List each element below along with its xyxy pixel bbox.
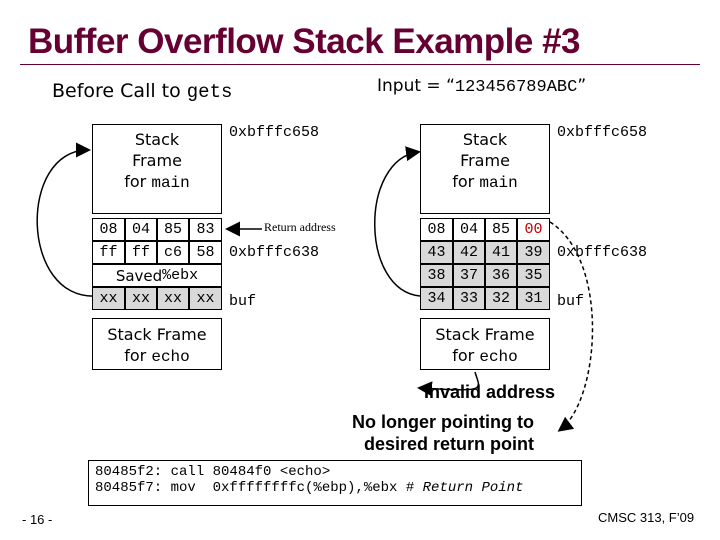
right-echo-line2: for echo xyxy=(452,346,518,366)
right-byte: 08 xyxy=(420,218,453,241)
right-ebp-address: 0xbfffc638 xyxy=(557,244,648,261)
right-byte: 36 xyxy=(485,264,517,287)
left-byte: c6 xyxy=(157,241,189,264)
right-byte: 39 xyxy=(517,241,550,264)
left-frame-pointer-arrow xyxy=(36,142,97,297)
right-buf-label: buf xyxy=(557,293,585,310)
right-stack-rows: 08 04 85 00 43 42 41 39 38 37 36 35 34 3… xyxy=(420,218,550,310)
left-main-frame-line2: Frame xyxy=(132,151,182,170)
right-byte: 85 xyxy=(485,218,517,241)
left-byte: ff xyxy=(125,241,157,264)
right-row-saved-ebx: 38 37 36 35 xyxy=(420,264,550,287)
right-byte: 38 xyxy=(420,264,453,287)
invalid-address-arrow xyxy=(549,221,594,432)
right-row-buf: 34 33 32 31 xyxy=(420,287,550,310)
left-byte: 04 xyxy=(125,218,157,241)
right-main-frame: Stack Frame for main xyxy=(420,124,550,214)
right-heading: Input = “123456789ABC” xyxy=(377,76,587,97)
left-top-address: 0xbfffc658 xyxy=(229,124,320,141)
right-byte: 35 xyxy=(517,264,550,287)
right-byte: 31 xyxy=(517,287,550,310)
page-number: - 16 - xyxy=(22,512,53,527)
right-main-frame-line2: Frame xyxy=(460,151,510,170)
left-byte: xx xyxy=(92,287,125,310)
left-byte: 58 xyxy=(189,241,222,264)
right-top-address: 0xbfffc658 xyxy=(557,124,648,141)
left-echo-line1: Stack Frame xyxy=(107,325,207,344)
left-byte: 85 xyxy=(157,218,189,241)
title-rule xyxy=(20,64,700,65)
left-echo-frame: Stack Frame for echo xyxy=(92,318,222,370)
left-echo-line2: for echo xyxy=(124,346,190,366)
left-ebp-address: 0xbfffc638 xyxy=(229,244,320,261)
right-byte: 34 xyxy=(420,287,453,310)
right-echo-frame: Stack Frame for echo xyxy=(420,318,550,370)
left-main-frame: Stack Frame for main xyxy=(92,124,222,214)
right-echo-line1: Stack Frame xyxy=(435,325,535,344)
left-row-ebp: ff ff c6 58 xyxy=(92,241,222,264)
left-byte: xx xyxy=(125,287,157,310)
left-row-buf: xx xx xx xx xyxy=(92,287,222,310)
right-byte: 41 xyxy=(485,241,517,264)
left-heading-text: Before Call to xyxy=(52,80,187,102)
invalid-address-note: Invalid address xyxy=(424,382,556,402)
code-line-mov: 80485f7: mov 0xffffffffc(%ebp),%ebx # Re… xyxy=(95,480,524,496)
right-byte: 42 xyxy=(453,241,485,264)
left-stack-rows: 08 04 85 83 ff ff c6 58 Saved %ebx xx xx… xyxy=(92,218,222,310)
right-main-frame-line1: Stack xyxy=(462,130,508,149)
left-main-frame-line1: Stack xyxy=(134,130,180,149)
right-row-ebp: 43 42 41 39 xyxy=(420,241,550,264)
right-byte-overwritten: 00 xyxy=(517,218,550,241)
left-byte: xx xyxy=(189,287,222,310)
right-row-return: 08 04 85 00 xyxy=(420,218,550,241)
right-byte: 04 xyxy=(453,218,485,241)
right-byte: 32 xyxy=(485,287,517,310)
right-byte: 37 xyxy=(453,264,485,287)
code-box: 80485f2: call 80484f0 <echo> 80485f7: mo… xyxy=(88,460,582,506)
left-byte: ff xyxy=(92,241,125,264)
slide-title: Buffer Overflow Stack Example #3 xyxy=(28,22,581,61)
left-heading: Before Call to gets xyxy=(52,80,232,103)
left-heading-code: gets xyxy=(186,81,233,103)
left-buf-label: buf xyxy=(229,293,257,310)
right-main-frame-line3: for main xyxy=(452,172,518,192)
right-byte: 43 xyxy=(420,241,453,264)
left-byte: xx xyxy=(157,287,189,310)
left-byte: 83 xyxy=(189,218,222,241)
course-label: CMSC 313, F’09 xyxy=(598,510,695,525)
echo-frame-arrow xyxy=(417,371,480,397)
right-frame-pointer-arrow xyxy=(374,146,421,297)
left-main-frame-line3: for main xyxy=(124,172,190,192)
desired-return-note: desired return point xyxy=(364,434,535,454)
left-row-return: 08 04 85 83 xyxy=(92,218,222,241)
code-line-call: 80485f2: call 80484f0 <echo> xyxy=(95,464,331,480)
left-byte: 08 xyxy=(92,218,125,241)
return-address-label: Return address xyxy=(264,220,336,234)
left-row-saved-ebx: Saved %ebx xyxy=(92,264,222,287)
no-longer-note: No longer pointing to xyxy=(352,412,534,432)
right-byte: 33 xyxy=(453,287,485,310)
